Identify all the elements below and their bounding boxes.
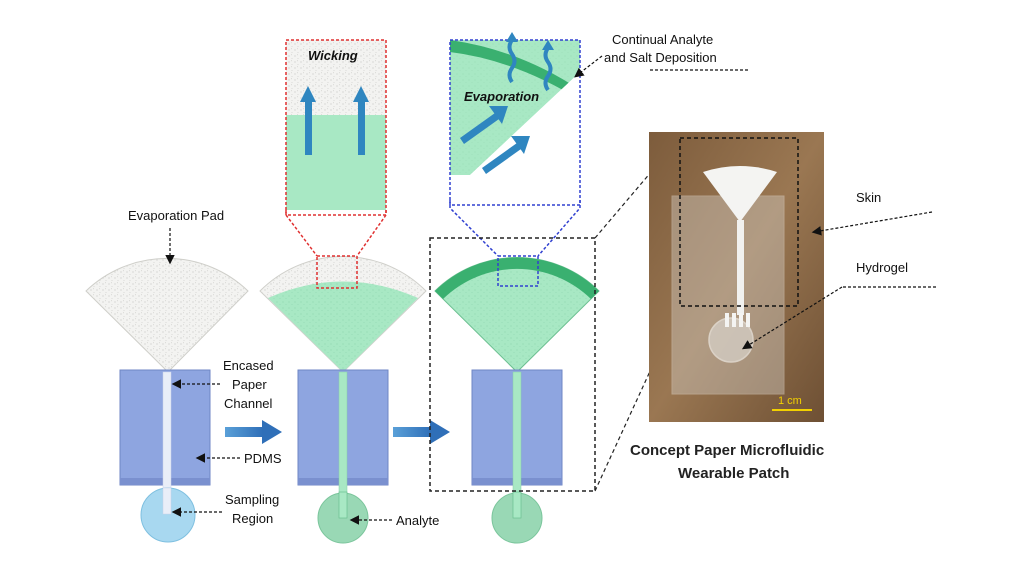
caption-line-1: Concept Paper Microfluidic <box>630 442 824 459</box>
wicking-zoom-source <box>316 255 358 289</box>
skin-label: Skin <box>856 190 881 205</box>
evaporation-arrow-1 <box>460 106 508 144</box>
pdms-label: PDMS <box>244 451 282 466</box>
evaporation-label: Evaporation <box>464 89 539 104</box>
vapor-wave-2 <box>542 40 554 92</box>
stage-3-device <box>434 255 600 544</box>
evaporation-pad-dry <box>85 257 249 373</box>
wicking-arrow-right <box>353 86 369 155</box>
vapor-wave-1 <box>506 32 518 84</box>
wicking-zoom-panel <box>285 39 387 257</box>
wicking-fluid-front <box>268 281 418 372</box>
skin-pointer <box>811 211 933 236</box>
continual-label-2: and Salt Deposition <box>604 50 717 65</box>
wearable-patch-photo <box>649 132 824 422</box>
continual-label-1: Continual Analyte <box>612 32 713 47</box>
evaporation-zoom-source <box>497 255 539 287</box>
paper-channel-3-tip <box>512 491 522 519</box>
stage-2-device <box>259 255 427 544</box>
encased-label-2: Paper <box>232 377 267 392</box>
photo-channel <box>737 220 744 315</box>
paper-channel-tip <box>162 487 172 515</box>
continual-pointer-lead <box>574 55 603 78</box>
wicking-arrow-left <box>300 86 316 155</box>
process-arrow-2 <box>393 420 450 444</box>
photo-link-top <box>594 137 681 239</box>
analyte-label: Analyte <box>396 513 439 528</box>
evaporation-arrow-2 <box>482 136 530 174</box>
sampling-label-2: Region <box>232 511 273 526</box>
photo-inlet-fingers <box>725 313 750 327</box>
photo-outline-box <box>679 137 799 307</box>
evaporation-pad-label: Evaporation Pad <box>128 208 224 223</box>
encased-label-1: Encased <box>223 358 274 373</box>
paper-channel <box>162 371 172 503</box>
hydrogel-pointer-lead <box>741 286 843 350</box>
salt-deposit-band <box>435 257 599 299</box>
process-arrow-1 <box>225 420 282 444</box>
caption-line-2: Wearable Patch <box>678 465 789 482</box>
photo-evaporation-pad <box>703 166 777 222</box>
sampling-label-1: Sampling <box>225 492 279 507</box>
evaporation-zoom-panel <box>449 32 581 257</box>
paper-channel-2-tip <box>338 491 348 519</box>
hydrogel-label: Hydrogel <box>856 260 908 275</box>
device-highlight-box <box>429 237 596 492</box>
wicking-label: Wicking <box>308 48 358 63</box>
encased-label-3: Channel <box>224 396 273 411</box>
scale-label: 1 cm <box>778 395 802 407</box>
stage-1-device <box>85 257 249 543</box>
photo-hydrogel <box>708 317 754 363</box>
